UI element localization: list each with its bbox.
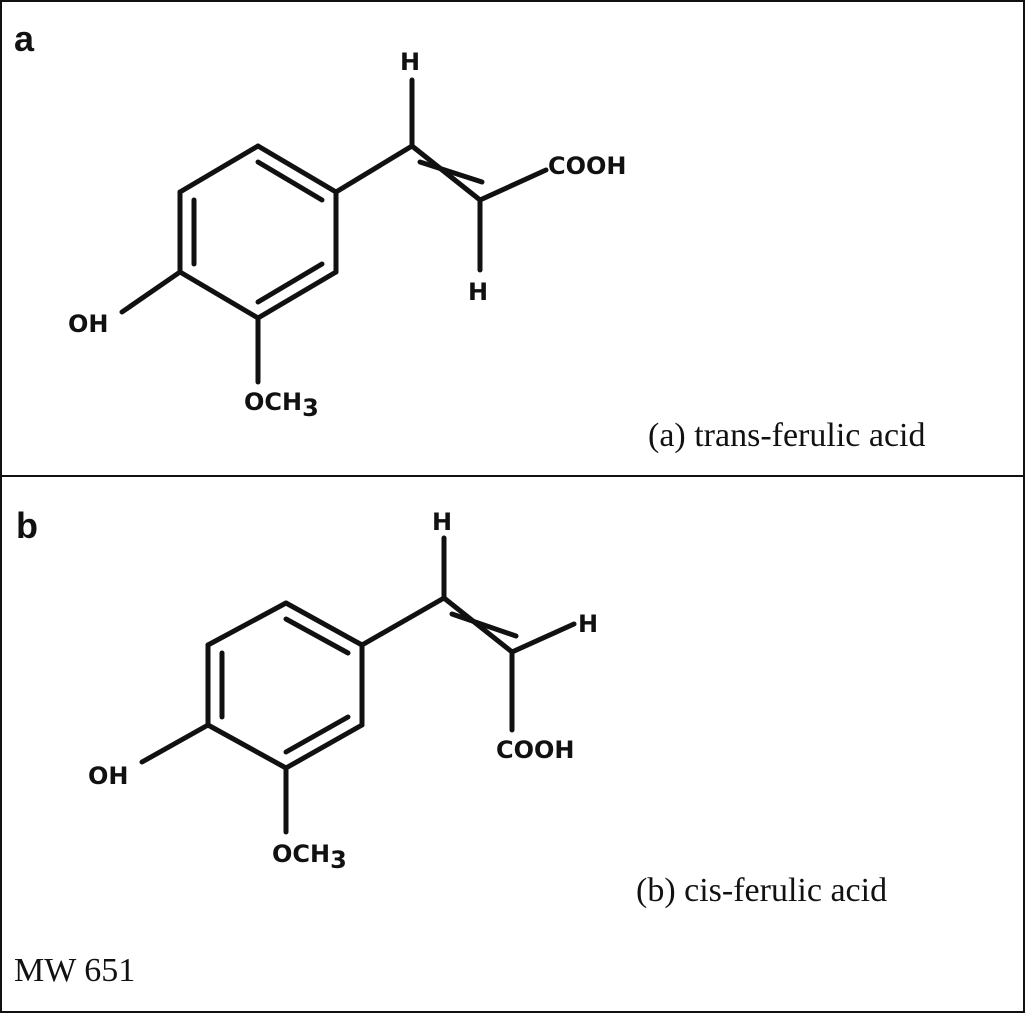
molecular-weight-label: MW 651 (14, 952, 136, 989)
cooh-bond (477, 167, 549, 203)
ring-bond (205, 722, 289, 771)
h-top-label: H (432, 508, 452, 536)
och3-label: OCH3 (272, 840, 347, 874)
ring-double-bond (255, 261, 325, 305)
h-top-label: H (400, 48, 420, 76)
h-bottom-label: H (468, 278, 488, 306)
ring-bond (283, 600, 365, 648)
oh-bond (119, 269, 183, 315)
cis-ferulic-acid-structure: H H COOH OH OCH3 (88, 508, 598, 874)
cooh-label: COOH (548, 152, 627, 180)
panel-a-letter: a (14, 18, 35, 59)
ring-bond (177, 143, 261, 195)
alkene-double-bond (449, 611, 519, 639)
panel-a-caption: (a) trans-ferulic acid (648, 417, 926, 454)
ring-bond (255, 143, 339, 195)
och3-label: OCH3 (244, 388, 319, 422)
panel-b-letter: b (16, 505, 38, 546)
ring-bond (283, 722, 365, 771)
ring-double-bond (283, 616, 351, 656)
ring-double-bond (283, 714, 351, 755)
panel-divider (0, 475, 1025, 477)
alkene-double-bond (417, 159, 485, 185)
ring-bond (177, 269, 261, 321)
oh-label: OH (88, 762, 129, 790)
ring-bond (205, 600, 289, 648)
h-right-label: H (578, 610, 598, 638)
oh-label: OH (68, 310, 109, 338)
panel-b-caption: (b) cis-ferulic acid (636, 872, 888, 909)
ring-double-bond (255, 159, 325, 203)
chain-bond (333, 143, 415, 195)
chain-bond (359, 595, 447, 648)
cooh-label: COOH (496, 736, 575, 764)
oh-bond (139, 722, 211, 765)
h-bond (509, 621, 577, 655)
ring-bond (255, 269, 339, 321)
trans-ferulic-acid-structure: H H COOH OH OCH3 (68, 48, 627, 422)
